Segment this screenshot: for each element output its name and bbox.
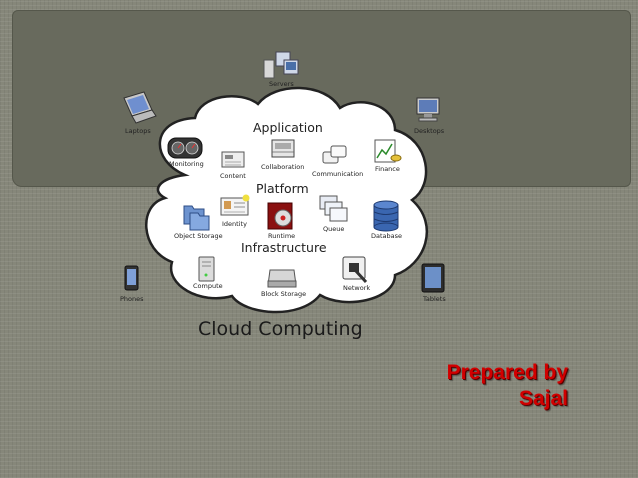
diagram-caption: Cloud Computing [198, 318, 363, 340]
runtime-icon [267, 202, 293, 230]
database-label: Database [371, 232, 402, 240]
finance-label: Finance [375, 165, 400, 173]
desktops-label: Desktops [414, 127, 445, 135]
compute-label: Compute [193, 282, 223, 290]
infrastructure-layer-title: Infrastructure [241, 240, 327, 255]
identity-label: Identity [222, 220, 247, 228]
phones-label: Phones [120, 295, 144, 303]
servers-label: Servers [269, 80, 294, 88]
network-label: Network [343, 284, 370, 292]
network-icon [342, 256, 368, 284]
server-icon [263, 51, 299, 79]
monitoring-icon [167, 137, 203, 159]
hard-drive-icon [267, 269, 297, 288]
cloud-shape [145, 86, 429, 314]
platform-layer-title: Platform [256, 181, 309, 196]
block-storage-label: Block Storage [261, 290, 306, 298]
queue-label: Queue [323, 225, 344, 233]
content-icon [221, 151, 245, 168]
laptops-label: Laptops [125, 127, 151, 135]
tablet-icon [421, 263, 445, 293]
monitoring-label: Monitoring [169, 160, 204, 168]
communication-label: Communication [312, 170, 363, 178]
laptop-icon [123, 91, 157, 124]
folder-icon [183, 205, 210, 231]
runtime-label: Runtime [268, 232, 295, 240]
author-name: Sajal [518, 387, 568, 410]
desktop-icon [416, 97, 440, 122]
communication-icon [322, 145, 347, 164]
prepared-by-text: Prepared by [446, 361, 568, 384]
identity-card-icon [220, 194, 250, 216]
phone-icon [124, 265, 139, 291]
collaboration-label: Collaboration [261, 163, 304, 171]
collaboration-icon [271, 139, 295, 158]
database-icon [373, 200, 399, 232]
finance-icon [374, 139, 402, 163]
content-label: Content [220, 172, 246, 180]
compute-icon [198, 256, 215, 282]
queue-icon [319, 195, 348, 222]
application-layer-title: Application [253, 120, 323, 135]
tablets-label: Tablets [422, 295, 446, 303]
object-storage-label: Object Storage [174, 232, 223, 240]
author-block: Prepared by Sajal [447, 360, 568, 412]
